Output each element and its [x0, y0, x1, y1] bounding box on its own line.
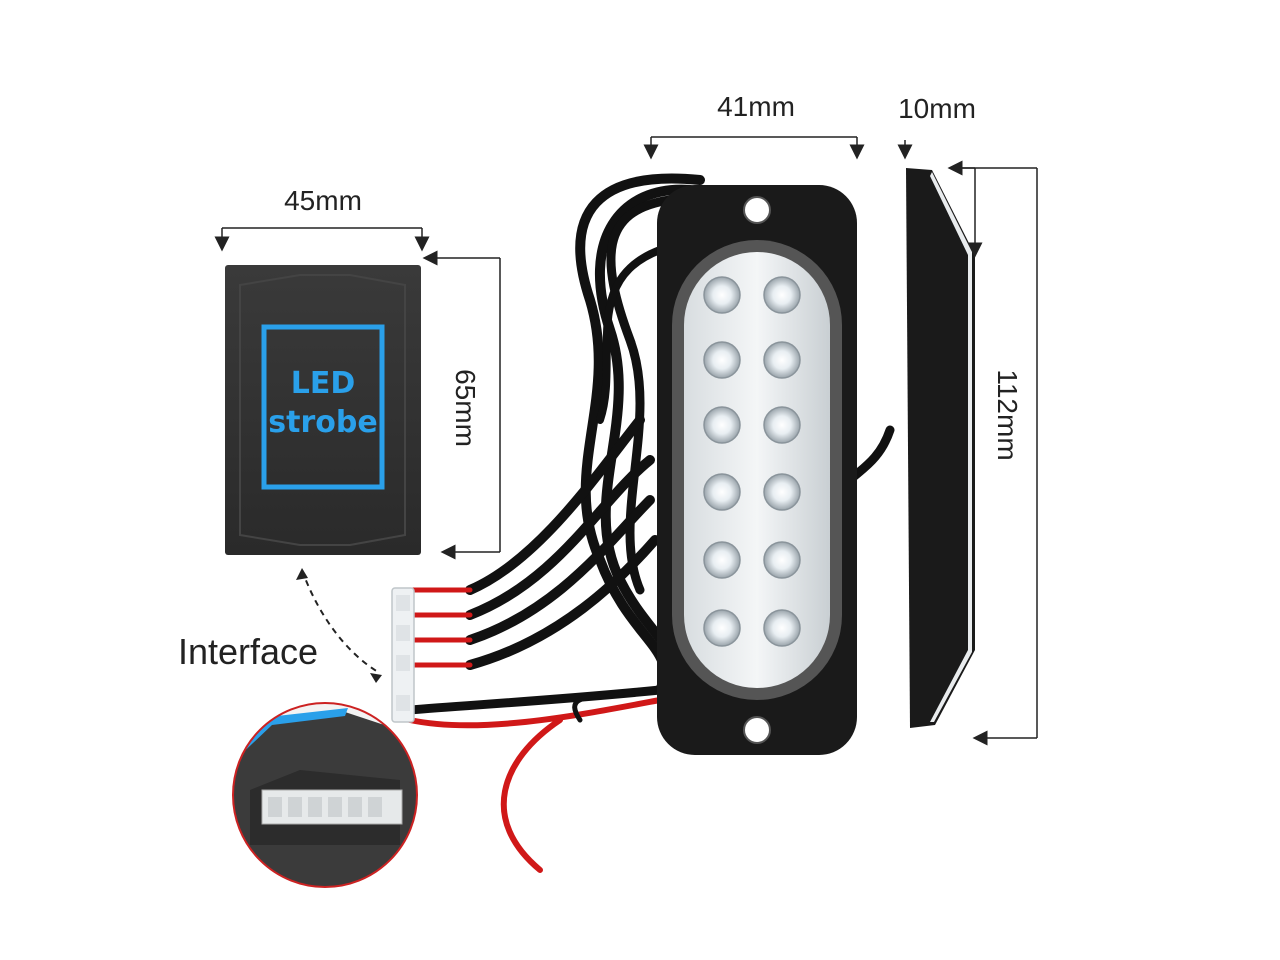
- mount-hole-top: [743, 196, 771, 224]
- led-light-side: [906, 168, 975, 728]
- controller-box: LED strobe: [225, 265, 421, 555]
- led-array: [703, 276, 801, 647]
- interface-connector: [391, 587, 415, 723]
- dimension-light-height: 112mm: [947, 160, 1038, 746]
- inset-border: [232, 702, 418, 888]
- controller-width-label: 45mm: [284, 185, 362, 216]
- dimension-light-width: 41mm: [643, 91, 865, 160]
- mount-hole-bottom: [743, 716, 771, 744]
- light-height-label: 112mm: [992, 369, 1023, 460]
- interface-callout: Interface: [178, 568, 382, 683]
- controller-label-frame: [261, 324, 385, 490]
- dimension-controller-width: 45mm: [214, 185, 430, 252]
- dimension-light-depth: 10mm: [897, 93, 976, 169]
- led-light-front: [657, 185, 857, 755]
- light-width-label: 41mm: [717, 91, 795, 122]
- light-depth-label: 10mm: [898, 93, 976, 124]
- controller-height-label: 65mm: [450, 369, 481, 447]
- interface-label: Interface: [178, 631, 318, 672]
- dimension-controller-height: 65mm: [422, 250, 501, 560]
- wire-bundle: [405, 173, 895, 873]
- controller-label-line2: strobe: [268, 405, 377, 440]
- connector-zoom-inset: [232, 702, 418, 888]
- controller-label-line1: LED: [291, 366, 356, 401]
